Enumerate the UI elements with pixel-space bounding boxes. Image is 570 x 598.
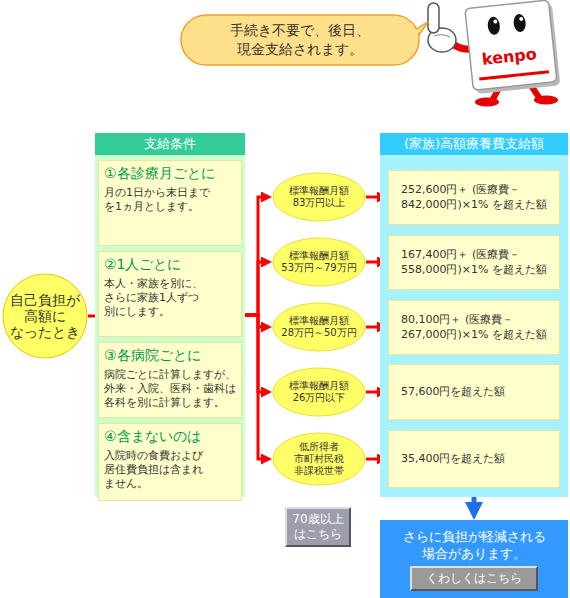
node-text: 自己負担が 高額に なったとき — [7, 292, 83, 340]
connector — [472, 497, 477, 509]
condition-box: ②1人ごとに本人・家族を別に、 さらに家族1人ずつ 別にします。 — [98, 251, 242, 337]
mascot — [428, 0, 560, 106]
shape-fill — [3, 274, 87, 358]
connector — [245, 262, 265, 315]
link-button: 70歳以上 はこちら — [285, 507, 351, 547]
node-text: 標準報酬月額 83万円以上 — [279, 185, 359, 209]
condition-heading: ③各病院ごとに — [102, 347, 238, 365]
speech-bubble: 手続き不要で、後日、 現金支給されます。 — [180, 14, 420, 66]
amount-box: 252,600円＋ (医療費－842,000円)×1% を超えた額 — [388, 170, 560, 225]
shape-fill — [273, 368, 365, 416]
connector — [245, 315, 265, 459]
shape-fill — [273, 238, 365, 286]
mascot-shoe — [534, 96, 558, 105]
node-text: 35,400円を超えた額 — [401, 452, 506, 467]
node-text: くわしくはこちら — [426, 571, 522, 586]
shape-fill — [273, 303, 365, 351]
condition-box: ③各病院ごとに病院ごとに計算しますが、 外来・入院、医科・歯科は 各科を別に計算… — [98, 342, 242, 418]
mascot-shoe — [475, 98, 499, 107]
mascot-card — [465, 0, 561, 94]
node-text: 252,600円＋ (医療費－842,000円)×1% を超えた額 — [401, 183, 553, 213]
node-text: 手続き不要で、後日、 現金支給されます。 — [200, 21, 400, 59]
shape-fill — [273, 173, 365, 221]
note-box: さらに負担が軽減される 場合があります。くわしくはこちら — [380, 520, 568, 598]
bubble-body — [181, 15, 419, 65]
mascot-eye — [487, 16, 501, 35]
mascot-eye — [513, 13, 527, 32]
connector — [88, 315, 95, 318]
condition-heading: ②1人ごとに — [102, 256, 238, 274]
condition-box: ④含まないのは入院時の食費および 居住費負担は含まれ ません。 — [98, 423, 242, 501]
node-text: 標準報酬月額 53万円～79万円 — [279, 250, 359, 274]
income-oval: 標準報酬月額 83万円以上 — [272, 172, 366, 222]
start-circle: 自己負担が 高額に なったとき — [2, 273, 88, 359]
amount-panel: (家族)高額療養費支給額 252,600円＋ (医療費－842,000円)×1% … — [380, 133, 568, 497]
income-oval: 低所得者 市町村民税 非課税世帯 — [272, 432, 366, 486]
node-text: 57,600円を超えた額 — [401, 385, 506, 400]
income-oval: 標準報酬月額 26万円以下 — [272, 367, 366, 417]
node-text: 低所得者 市町村民税 非課税世帯 — [279, 441, 359, 477]
connector — [245, 315, 265, 327]
eye-light — [493, 19, 497, 23]
mascot-logo: kenpo — [481, 44, 538, 69]
amount-box: 80,100円＋ (医療費－267,000円)×1% を超えた額 — [388, 300, 560, 355]
condition-box: ①各診療月ごとに月の1日から末日まで を1ヵ月とします。 — [98, 160, 242, 246]
condition-heading: ④含まないのは — [102, 428, 238, 446]
card-stripe — [479, 70, 549, 80]
connector — [245, 197, 265, 315]
node-text: 標準報酬月額 28万円～50万円 — [279, 315, 359, 339]
eye-light — [519, 17, 523, 21]
connector — [245, 315, 265, 392]
panel-header: (家族)高額療養費支給額 — [380, 133, 568, 155]
node-text: 167,400円＋ (医療費－558,000円)×1% を超えた額 — [401, 248, 553, 278]
condition-panel: 支給条件①各診療月ごとに月の1日から末日まで を1ヵ月とします。②1人ごとに本人… — [95, 133, 245, 497]
link-button: くわしくはこちら — [410, 566, 538, 591]
condition-body: 病院ごとに計算しますが、 外来・入院、医科・歯科は 各科を別に計算します。 — [102, 368, 238, 411]
condition-body: 本人・家族を別に、 さらに家族1人ずつ 別にします。 — [102, 277, 238, 320]
amount-box: 57,600円を超えた額 — [388, 364, 560, 420]
mascot-finger — [428, 3, 439, 33]
income-oval: 標準報酬月額 28万円～50万円 — [272, 302, 366, 352]
node-text: さらに負担が軽減される 場合があります。 — [389, 529, 559, 563]
condition-heading: ①各診療月ごとに — [102, 165, 238, 183]
amount-box: 35,400円を超えた額 — [388, 430, 560, 488]
shape-fill — [273, 433, 365, 485]
bubble-seam — [408, 25, 425, 44]
card-face — [465, 0, 557, 90]
amount-box: 167,400円＋ (医療費－558,000円)×1% を超えた額 — [388, 235, 560, 290]
condition-body: 月の1日から末日まで を1ヵ月とします。 — [102, 186, 238, 215]
node-text: 80,100円＋ (医療費－267,000円)×1% を超えた額 — [401, 313, 553, 343]
condition-body: 入院時の食費および 居住費負担は含まれ ません。 — [102, 449, 238, 492]
node-text: 標準報酬月額 26万円以下 — [279, 380, 359, 404]
income-oval: 標準報酬月額 53万円～79万円 — [272, 237, 366, 287]
bubble-outline — [180, 14, 420, 66]
node-text: 70歳以上 はこちら — [289, 512, 347, 542]
panel-header: 支給条件 — [95, 133, 245, 155]
fist-crease — [434, 35, 450, 37]
